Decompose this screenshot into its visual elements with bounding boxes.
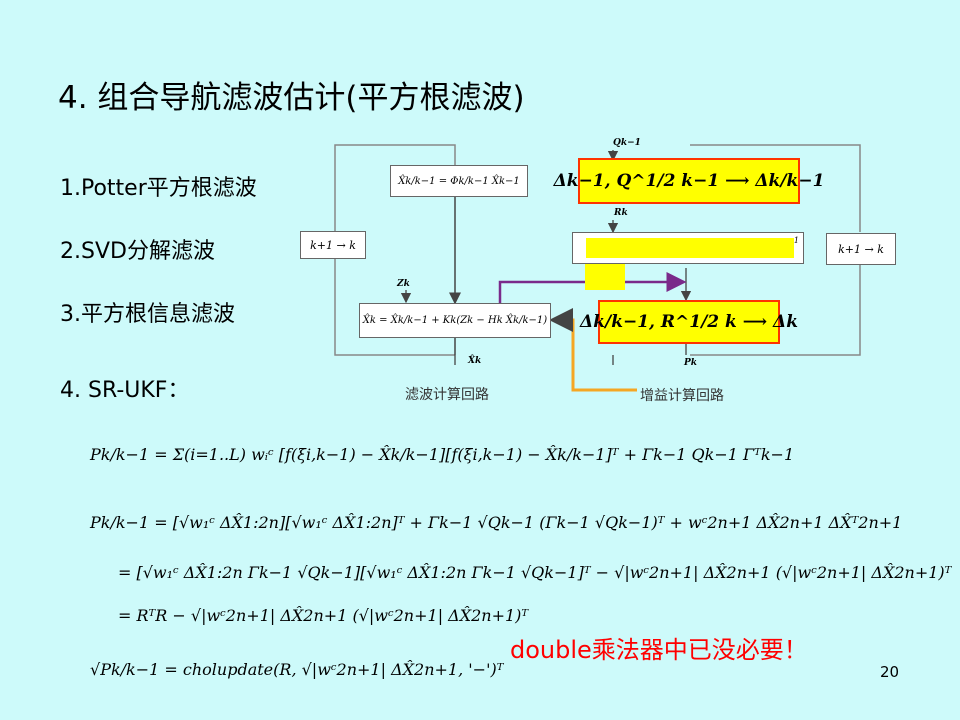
slide-title: 4. 组合导航滤波估计(平方根滤波) (58, 80, 525, 116)
equation-3: = [√w₁ᶜ ΔX̂1:2n Γk−1 √Qk−1][√w₁ᶜ ΔX̂1:2n… (118, 563, 952, 582)
caption-gain-loop: 增益计算回路 (640, 388, 724, 404)
loop-left-box: k+1 → k (300, 231, 366, 259)
q-input-label: Qk−1 (613, 138, 641, 148)
method-sqrt-info: 3.平方根信息滤波 (60, 302, 235, 327)
method-potter: 1.Potter平方根滤波 (60, 176, 257, 201)
page-number: 20 (880, 663, 900, 681)
gain-highlight (586, 238, 794, 258)
gain-box-tail: -1 (791, 236, 799, 245)
loop-right-box: k+1 → k (826, 233, 896, 265)
equation-4: = RᵀR − √|wᶜ2n+1| ΔX̂2n+1 (√|wᶜ2n+1| ΔX̂… (118, 606, 529, 625)
predict-box: X̂k/k−1 = Φk/k−1 X̂k−1 (390, 165, 528, 197)
yellow-box-bottom: Δk/k−1, R^1/2 k ⟶ Δk (580, 300, 798, 344)
update-box: X̂k = X̂k/k−1 + Kk(Zk − Hk X̂k/k−1) (359, 303, 551, 338)
gain-highlight-small (585, 264, 625, 290)
note-text: double乘法器中已没必要！ (510, 636, 808, 664)
z-input-label: Zk (397, 279, 410, 289)
yellow-box-top: Δk−1, Q^1/2 k−1 ⟶ Δk/k−1 (554, 158, 824, 204)
equation-5: √Pk/k−1 = cholupdate(R, √|wᶜ2n+1| ΔX̂2n+… (90, 660, 504, 679)
equation-2: Pk/k−1 = [√w₁ᶜ ΔX̂1:2n][√w₁ᶜ ΔX̂1:2n]ᵀ +… (90, 513, 903, 532)
r-input-label: Rk (614, 208, 628, 218)
method-sr-ukf: 4. SR-UKF： (60, 378, 190, 403)
caption-filter-loop: 滤波计算回路 (405, 387, 489, 403)
x-output-label: X̂k (468, 356, 482, 366)
equation-1: Pk/k−1 = Σ(i=1..L) wᵢᶜ [f(ξi,k−1) − X̂k/… (90, 445, 795, 464)
method-svd: 2.SVD分解滤波 (60, 239, 215, 264)
p-output-label: Pk (684, 358, 698, 368)
